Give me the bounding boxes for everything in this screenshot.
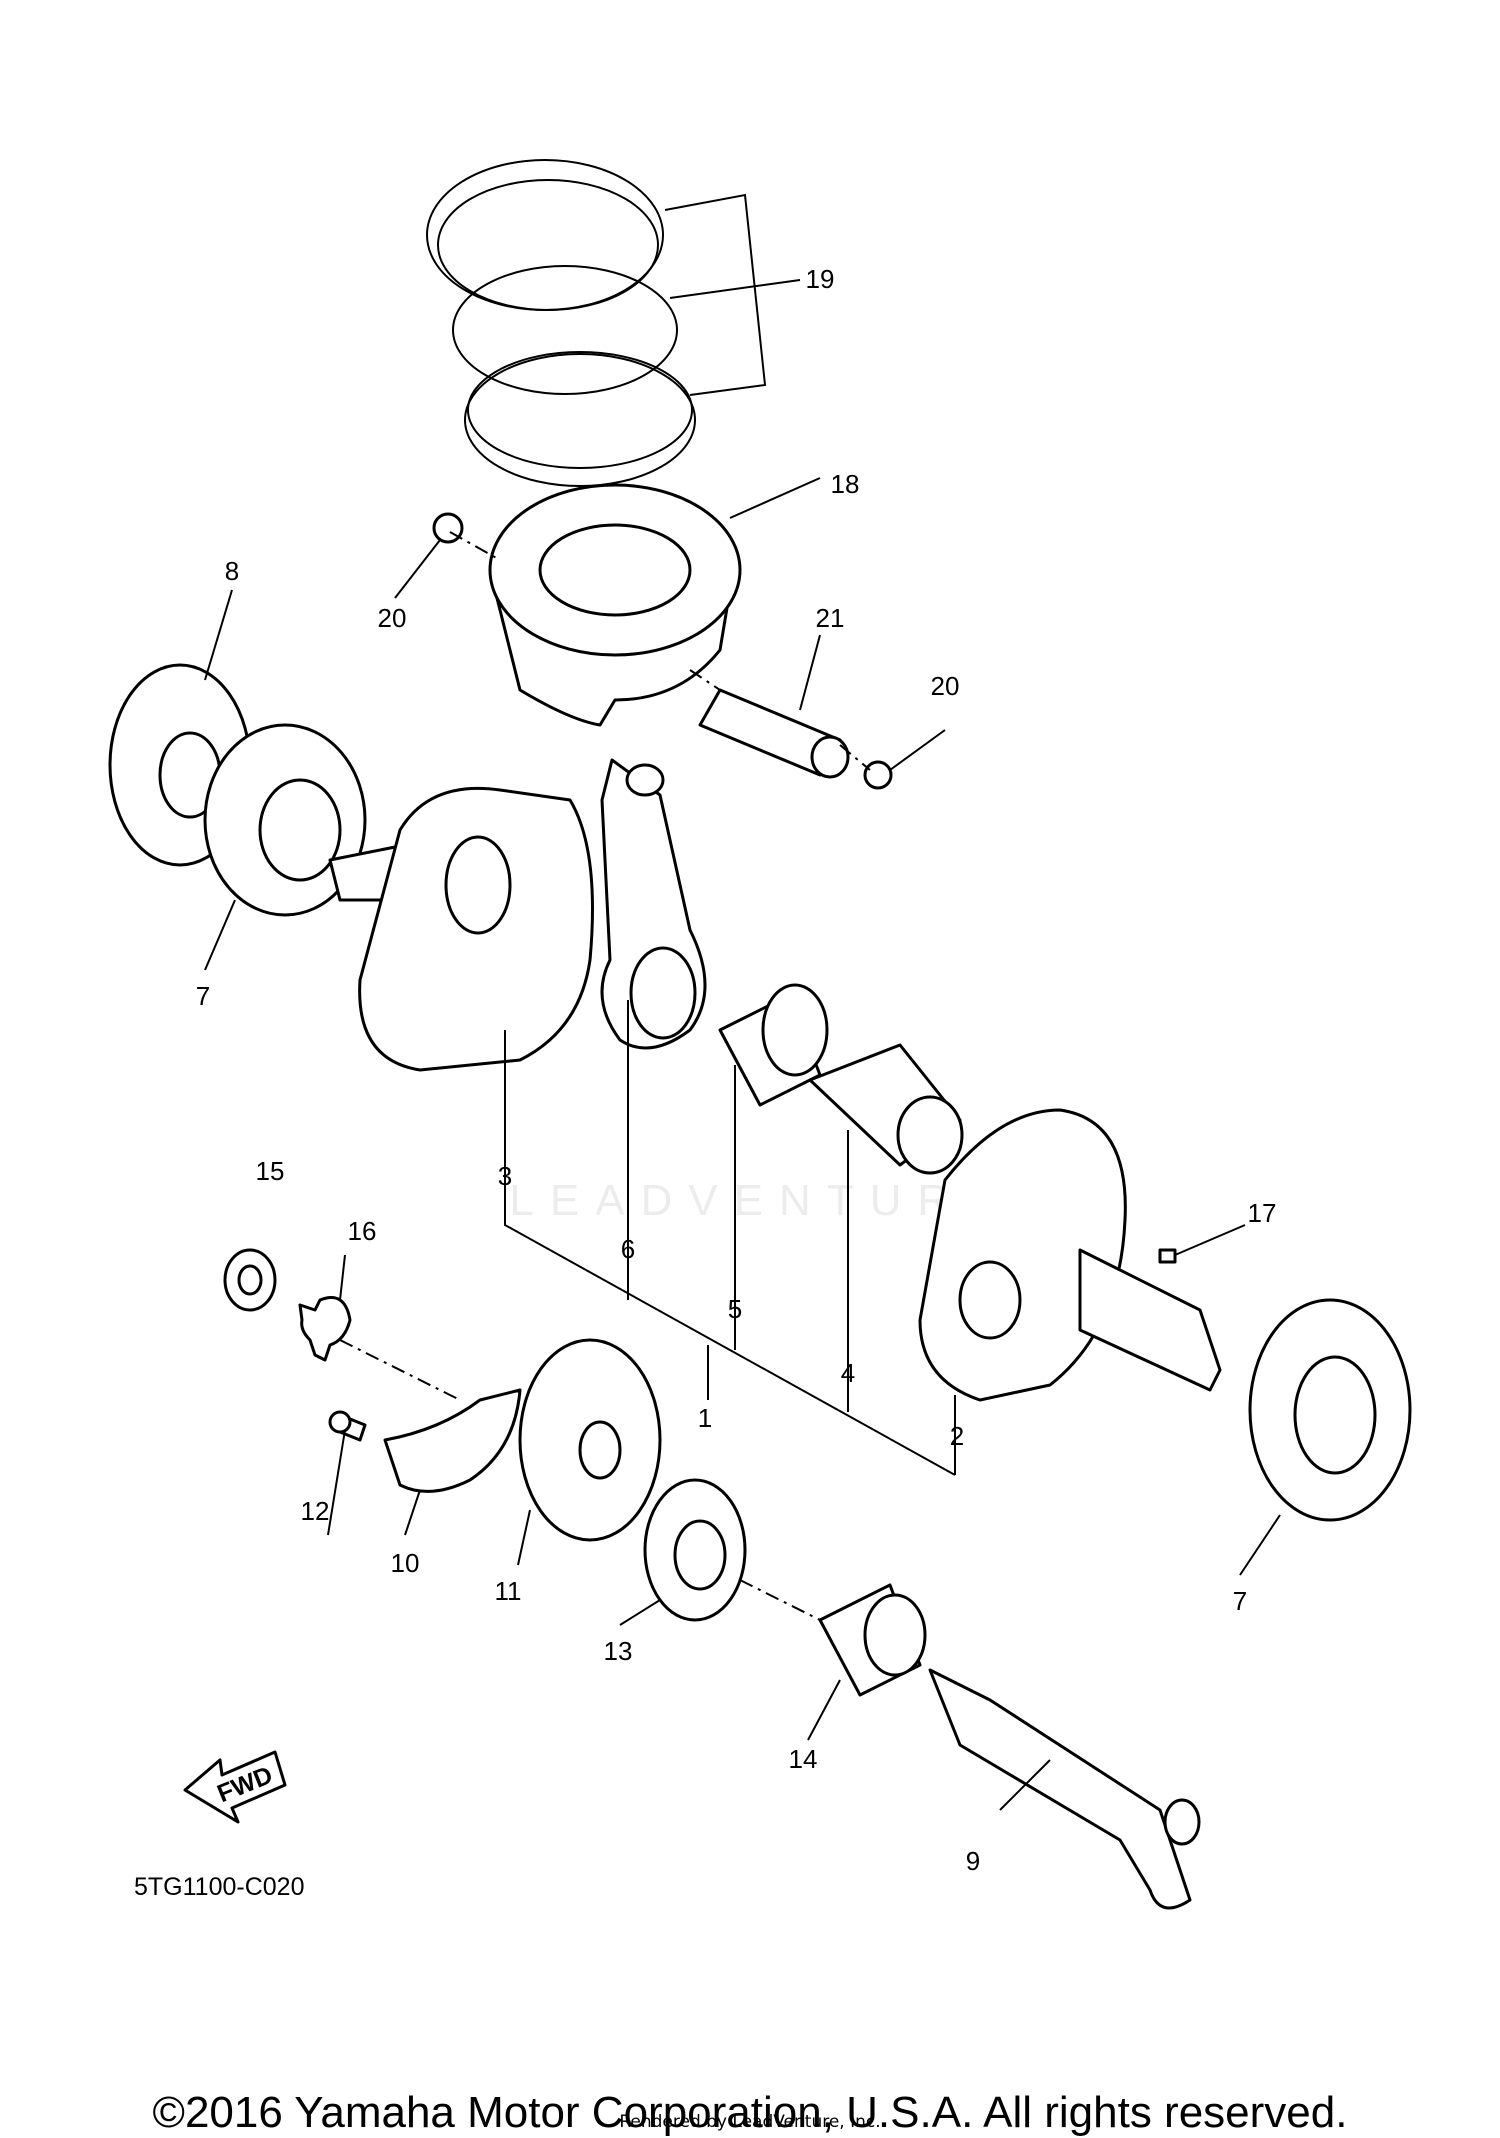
callout-18: 18 [831,469,860,499]
assembly-axis-lines [339,531,871,1621]
crank-needle-bearing [718,983,829,1107]
callout-9: 9 [966,1846,980,1876]
callout-20-left: 20 [378,603,407,633]
callout-7-right: 7 [1233,1586,1247,1616]
watermark: LEADVENTURE [509,1176,1010,1225]
callout-1: 1 [698,1403,712,1433]
callout-11: 11 [495,1576,522,1606]
balancer-bearing [643,1478,747,1622]
fwd-arrow-icon: FWD [183,1750,287,1824]
nut [223,1248,277,1312]
crankshaft-right [918,1108,1222,1402]
callout-4: 4 [841,1358,855,1388]
callout-3: 3 [498,1161,512,1191]
callout-13: 13 [604,1636,633,1666]
crank-bearing-right [1248,1298,1412,1522]
leader-lines [204,193,1281,1811]
rendered-by-notice: Rendered by LeadVenture, Inc. [619,2112,881,2132]
callout-16: 16 [348,1216,377,1246]
callout-6: 6 [621,1234,635,1264]
callout-10: 10 [391,1548,420,1578]
callout-7-left: 7 [196,981,210,1011]
piston-pin [698,688,850,779]
callout-20-right: 20 [931,671,960,701]
callout-12: 12 [301,1496,330,1526]
callout-15: 15 [256,1156,285,1186]
crank-bearing-left [203,723,367,917]
callout-21: 21 [816,603,845,633]
balancer-weight [383,1388,522,1493]
crank-pin [808,1043,964,1175]
connecting-rod [600,758,707,1050]
callout-17: 17 [1248,1198,1277,1228]
piston-rings [426,159,696,487]
bolt [328,1410,367,1442]
callout-5: 5 [728,1294,742,1324]
balancer-needle-bearing [818,1583,927,1697]
crankshaft-left [328,786,594,1072]
woodruff-key [1158,1248,1177,1264]
diagram-code: 5TG1100-C020 [134,1873,304,1901]
callout-8: 8 [225,556,239,586]
piston [488,483,742,727]
balancer-drive-gear [518,1338,662,1542]
callout-2: 2 [950,1421,964,1451]
callout-19: 19 [806,264,835,294]
copyright-notice: ©2016 Yamaha Motor Corporation, U.S.A. A… [152,2088,1348,2137]
part-callouts: 1 2 3 4 5 6 7 7 8 9 10 11 12 13 14 15 16… [196,264,1277,1876]
lock-washer [298,1296,352,1362]
callout-14: 14 [789,1744,818,1774]
balancer-shaft [928,1668,1201,1910]
